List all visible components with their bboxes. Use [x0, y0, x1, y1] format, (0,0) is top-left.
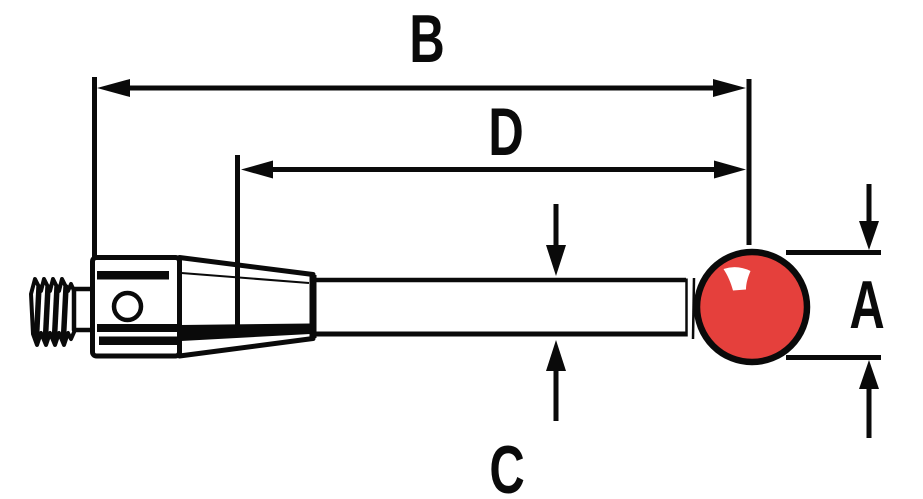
- dimension-b: B: [92, 0, 752, 258]
- arrowhead-down: [859, 221, 879, 250]
- dimension-c: C: [489, 204, 566, 499]
- arrowhead-down: [546, 245, 566, 276]
- stylus-drawing: [29, 248, 811, 366]
- dimension-label-a: A: [849, 266, 884, 343]
- arrowhead-right: [714, 160, 746, 179]
- body-bottom-groove: [99, 336, 180, 345]
- thread-flank: [33, 284, 42, 340]
- dimension-a: A: [786, 184, 885, 438]
- thread-flank: [42, 284, 51, 340]
- holder-body: [90, 255, 182, 359]
- dimension-d: D: [235, 93, 746, 325]
- thread-flank: [60, 284, 69, 340]
- taper-section: [174, 255, 317, 359]
- taper-inner-edge: [174, 271, 310, 284]
- arrowhead-up: [859, 360, 879, 389]
- dimension-label-c: C: [489, 431, 524, 499]
- thread-flank-lines: [33, 284, 69, 340]
- arrowhead-up: [546, 340, 566, 371]
- ruby-ball: [693, 248, 811, 366]
- body-top-groove: [97, 271, 169, 280]
- mounting-hole: [111, 290, 144, 323]
- thread-shank: [29, 277, 77, 347]
- arrowhead-right: [713, 79, 746, 97]
- taper-shadow-band: [181, 323, 310, 341]
- stem: [313, 277, 688, 337]
- taper-outline: [177, 255, 316, 359]
- arrowhead-left: [97, 79, 130, 97]
- stem-body: [313, 280, 687, 334]
- body-lower-groove: [97, 324, 180, 332]
- ball-highlight: [723, 267, 751, 291]
- dimension-label-b: B: [409, 0, 444, 77]
- dimension-label-d: D: [488, 93, 523, 170]
- thread-flank: [51, 284, 60, 340]
- ferrule: [691, 277, 696, 340]
- arrowhead-left: [241, 160, 273, 179]
